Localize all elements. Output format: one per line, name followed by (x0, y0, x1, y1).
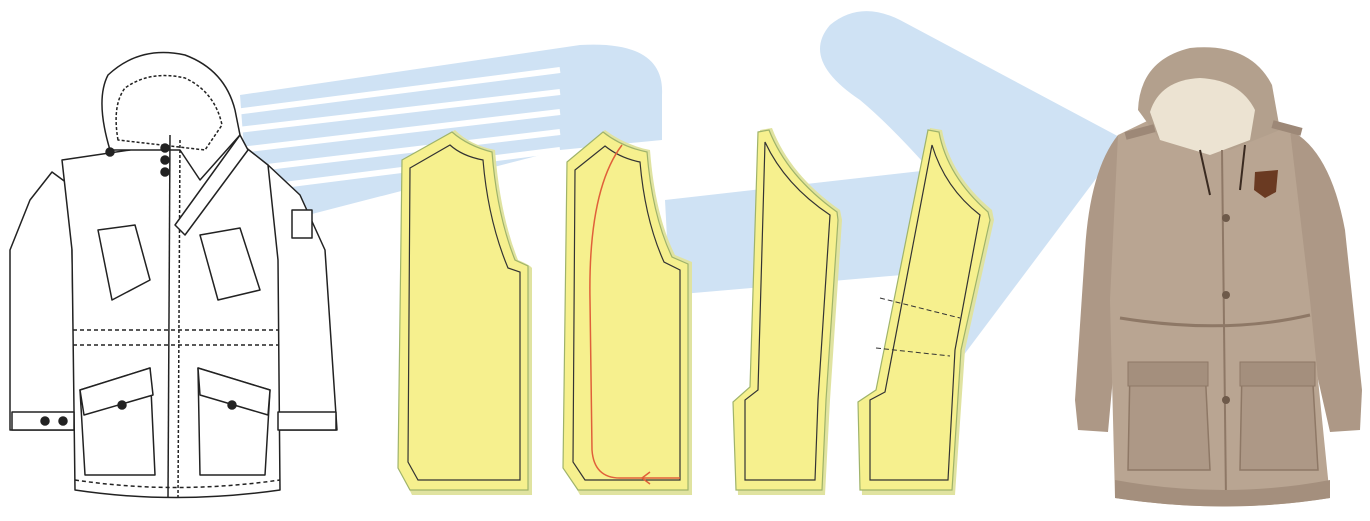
sketch-chest-pocket-right (199, 227, 261, 301)
pattern-pieces (397, 128, 994, 495)
coat-right-sleeve (1290, 130, 1362, 432)
coat-badge (1254, 170, 1278, 198)
grain-line (589, 144, 680, 479)
arrow-streaks (234, 67, 561, 193)
pattern-piece-4 (857, 128, 994, 495)
finished-garment (1075, 47, 1362, 507)
sketch-chest-pocket-left (97, 224, 151, 301)
sketch-button (227, 400, 237, 410)
technical-flat-sketch (9, 51, 338, 499)
sketch-placket (167, 134, 171, 499)
sketch-flap-right (197, 367, 271, 416)
coat-flap-left (1127, 361, 1209, 387)
pattern-piece-3 (732, 128, 842, 495)
sketch-sleeve-patch (291, 209, 313, 239)
sketch-hood-inner (115, 74, 223, 151)
coat-left-sleeve (1075, 135, 1120, 432)
coat-lining (1150, 78, 1255, 155)
sketch-collar (174, 134, 249, 236)
coat-drawstring (1119, 313, 1311, 328)
sketch-cuff-right (277, 411, 337, 431)
pattern-piece-2 (562, 130, 692, 495)
grain-arrow-icon (640, 471, 651, 485)
sketch-button (117, 400, 127, 410)
pattern-piece-1 (397, 130, 532, 495)
coat-flap-right (1239, 361, 1316, 387)
sketch-flap-left (79, 367, 154, 416)
